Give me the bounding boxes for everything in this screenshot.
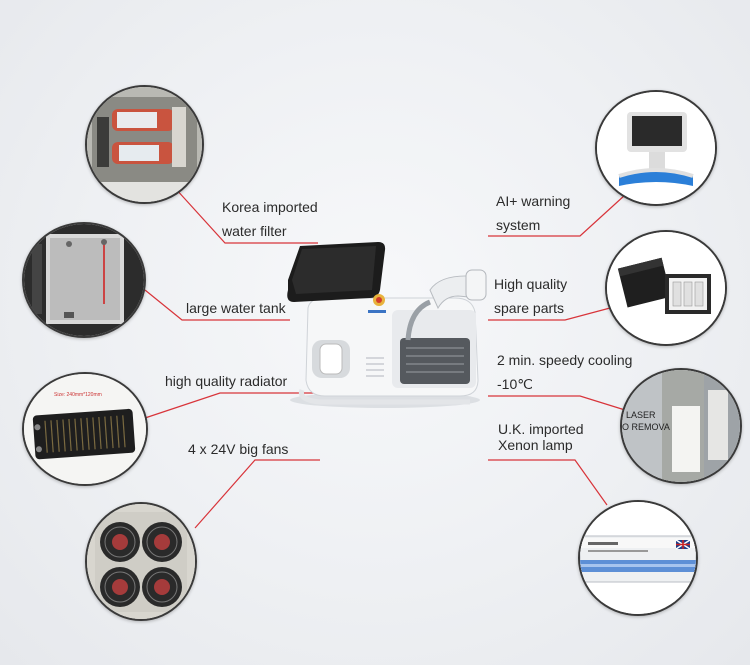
water-filter-photo: [85, 85, 204, 204]
handle-text-2: O REMOVA: [622, 422, 670, 432]
laser-machine-illustration: [287, 242, 487, 408]
leader-line-radiator: [144, 392, 318, 419]
feature-label-fans: 4 x 24V big fans: [188, 441, 289, 457]
screen-photo: [595, 90, 717, 206]
leader-line-filter: [174, 187, 318, 244]
fans-photo: [85, 502, 197, 621]
leader-line-cooling: [488, 395, 626, 411]
handle-text-1: LASER: [626, 410, 656, 420]
feature-label-spare-parts: High quality spare parts: [494, 276, 568, 316]
leader-line-fans: [194, 459, 320, 529]
spare-parts-photo: [605, 230, 727, 346]
feature-label-warning: AI+ warning system: [496, 193, 571, 233]
radiator-size-tag: Size: 240mm*120mm: [54, 392, 102, 398]
leader-line-warning: [488, 194, 626, 237]
feature-label-water-tank: large water tank: [186, 300, 286, 316]
water-tank-photo: [22, 222, 146, 338]
feature-label-radiator: high quality radiator: [165, 373, 288, 389]
cooling-handle-photo: LASER O REMOVA: [620, 368, 742, 484]
leader-line-lamp: [488, 459, 608, 506]
feature-label-cooling: 2 min. speedy cooling -10℃: [497, 352, 633, 392]
feature-label-xenon-lamp: U.K. imported Xenon lamp: [498, 421, 584, 453]
feature-label-water-filter: Korea imported water filter: [222, 199, 318, 239]
xenon-lamp-photo: [578, 500, 698, 616]
leader-line-tank: [144, 289, 290, 321]
leader-line-parts: [488, 307, 611, 321]
radiator-photo: Size: 240mm*120mm: [22, 372, 148, 486]
